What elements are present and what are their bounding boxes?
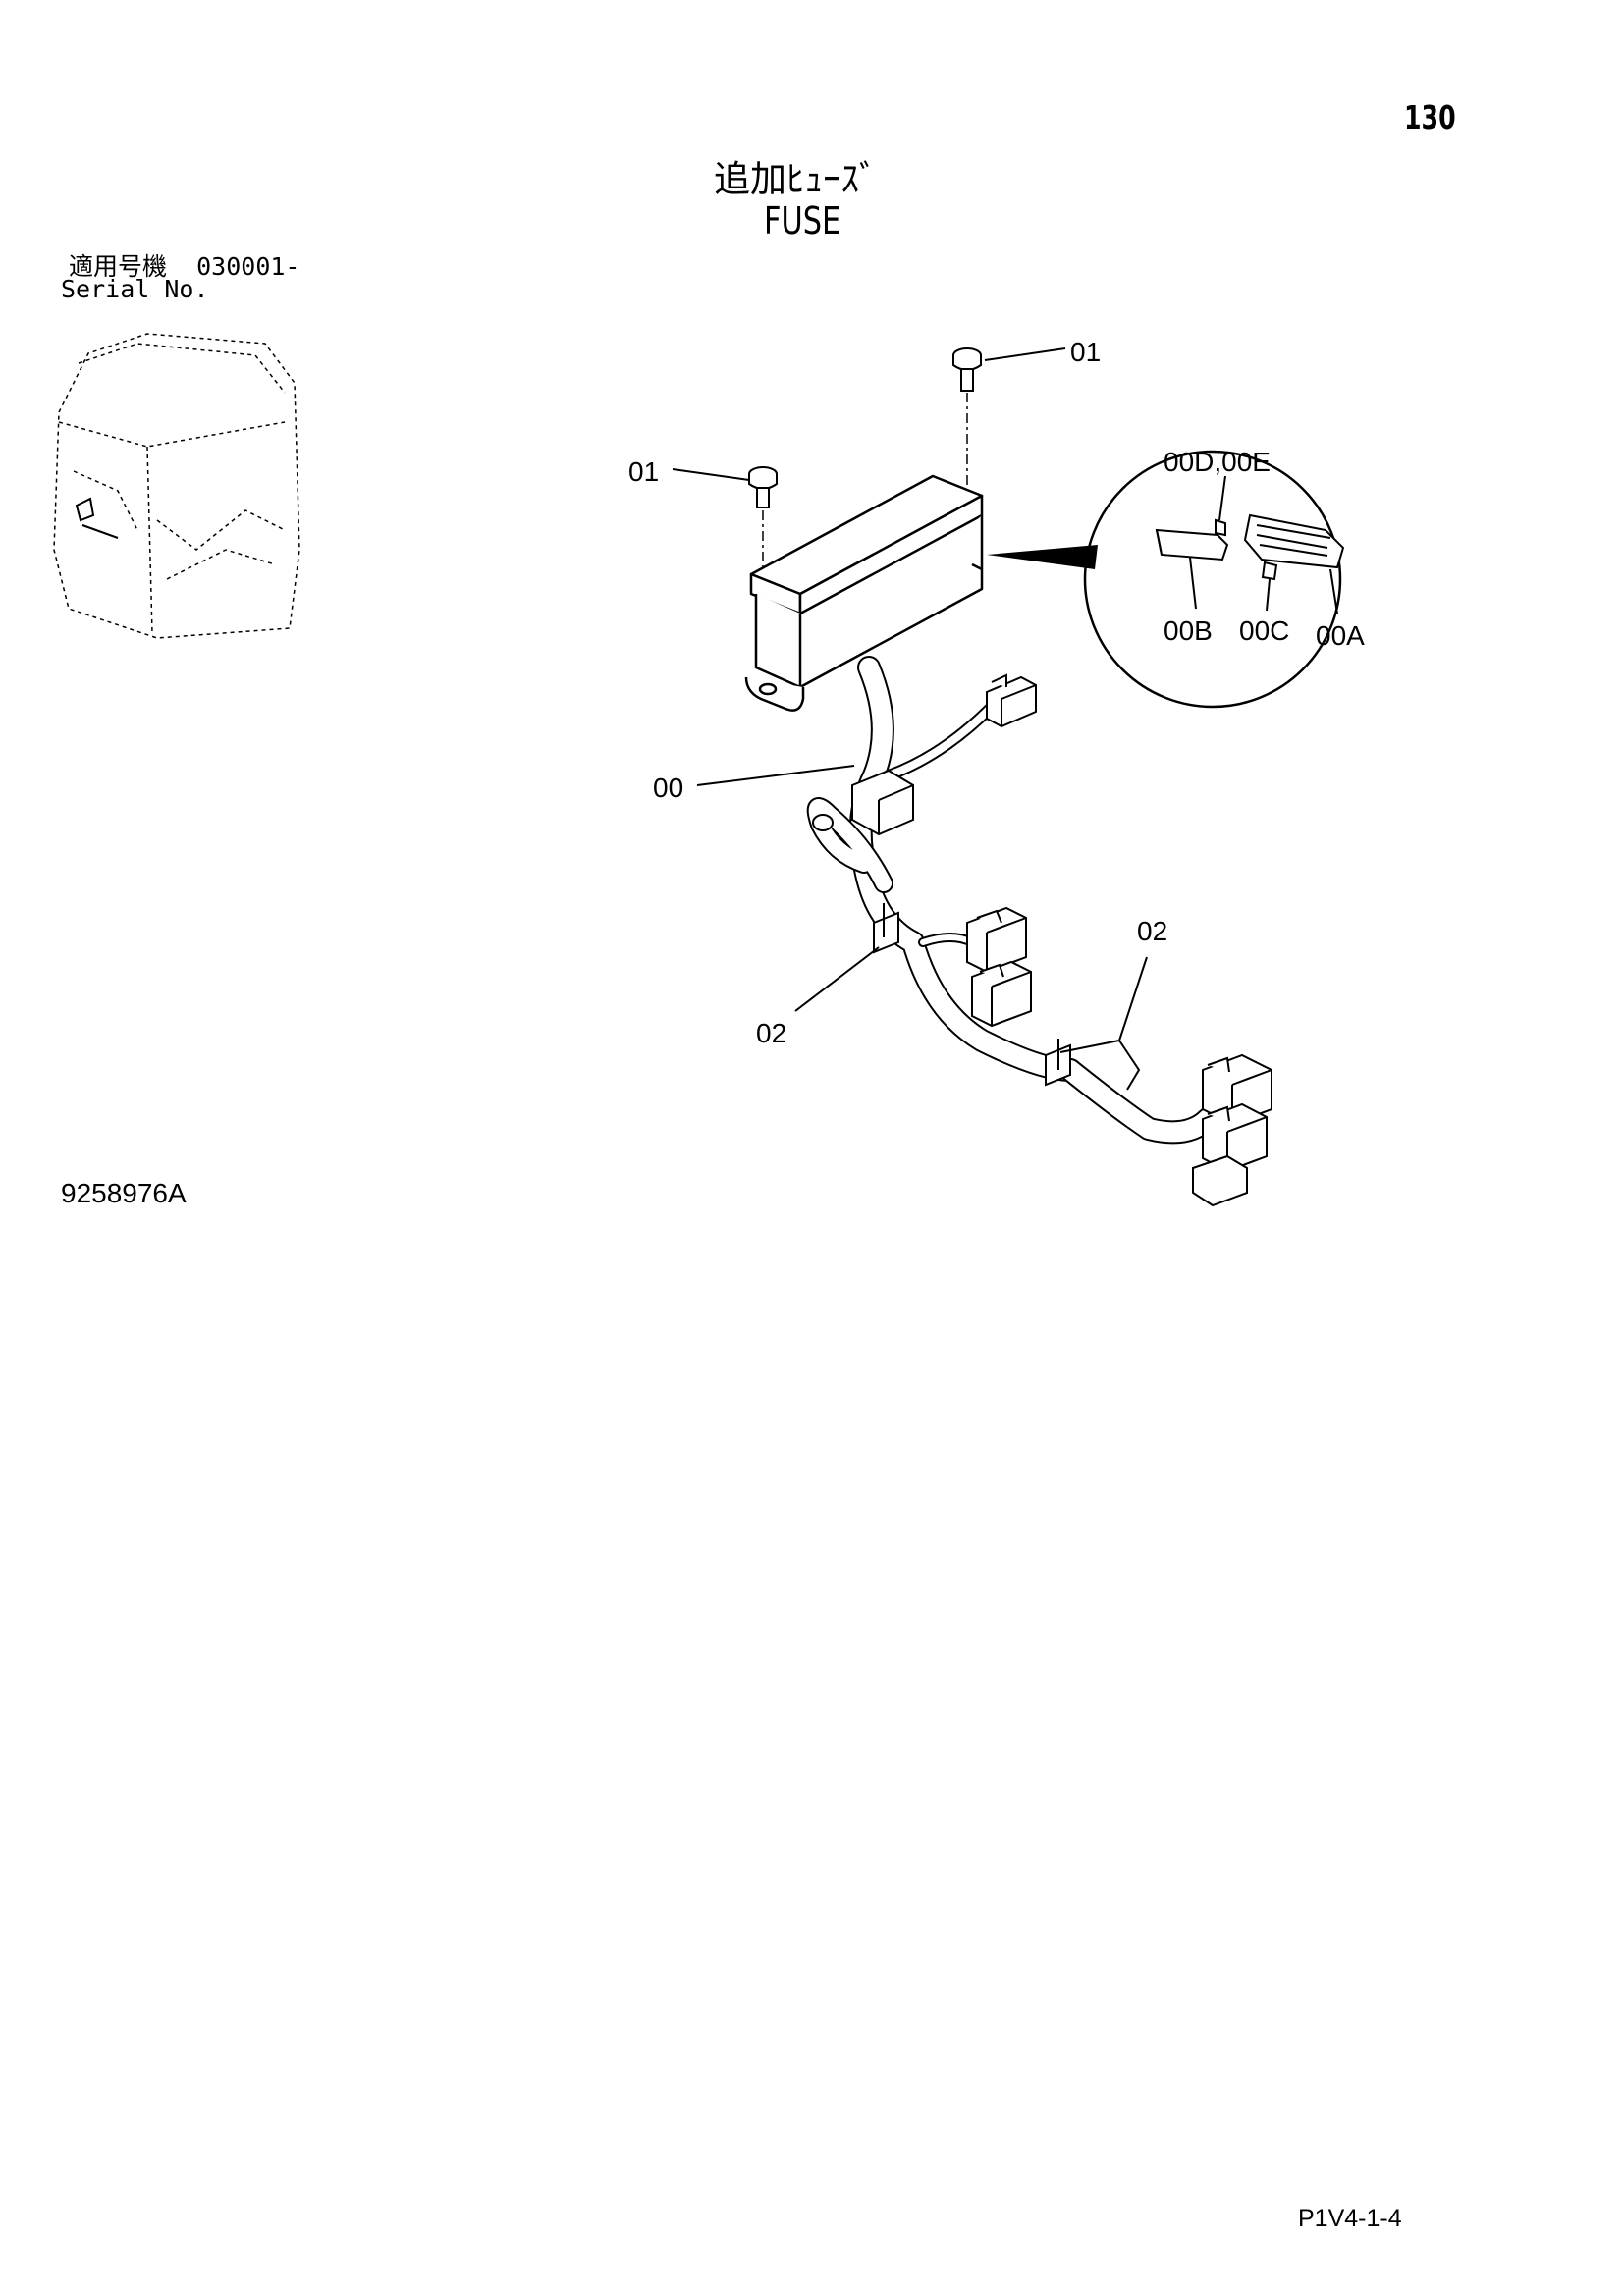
serial-label-japanese: 適用号機 030001- xyxy=(69,247,299,283)
title-english: FUSE xyxy=(764,199,841,242)
fuse-box xyxy=(744,474,984,712)
page-number: 130 xyxy=(1404,98,1456,136)
fuse-00c xyxy=(1261,561,1278,581)
leader-bolt-top xyxy=(984,347,1066,361)
bolt-top xyxy=(952,347,982,392)
title-japanese: 追加ﾋｭｰｽﾞ xyxy=(714,158,878,200)
connector-upper xyxy=(986,673,1037,728)
wire-harness xyxy=(806,656,1219,1145)
label-bolt-left: 01 xyxy=(628,456,659,487)
connector-cluster-right xyxy=(1192,1053,1272,1207)
label-00c: 00C xyxy=(1239,615,1289,646)
leader-bolt-left xyxy=(672,468,750,481)
label-harness: 00 xyxy=(653,773,683,803)
figure-code: 9258976A xyxy=(61,1178,187,1208)
label-clip-left: 02 xyxy=(756,1018,786,1048)
connector-cluster-left xyxy=(966,906,1032,1028)
label-00d-00e: 00D,00E xyxy=(1164,447,1271,477)
label-00b: 00B xyxy=(1164,615,1213,646)
serial-label-jp-text: 適用号機 xyxy=(69,252,168,281)
clip-left xyxy=(873,903,899,954)
fuse-cover-00b xyxy=(1155,528,1229,561)
leader-lines xyxy=(696,765,1148,1091)
machine-cab-thumbnail xyxy=(53,333,300,639)
page-reference: P1V4-1-4 xyxy=(1298,2205,1402,2232)
label-bolt-top: 01 xyxy=(1070,337,1101,367)
machine-logo-mark xyxy=(75,497,119,539)
harness-clamp xyxy=(851,769,914,836)
grommet xyxy=(812,814,834,831)
fuse-00d xyxy=(1215,518,1226,537)
detail-callout: 00D,00E 00B 00C 00A xyxy=(987,447,1365,709)
bolt-left xyxy=(748,466,778,508)
label-clip-right: 02 xyxy=(1137,916,1167,946)
label-00a: 00A xyxy=(1316,620,1365,651)
serial-range: 030001- xyxy=(196,252,300,281)
clip-right xyxy=(1045,1039,1071,1087)
serial-label-english: Serial No. xyxy=(61,275,209,303)
